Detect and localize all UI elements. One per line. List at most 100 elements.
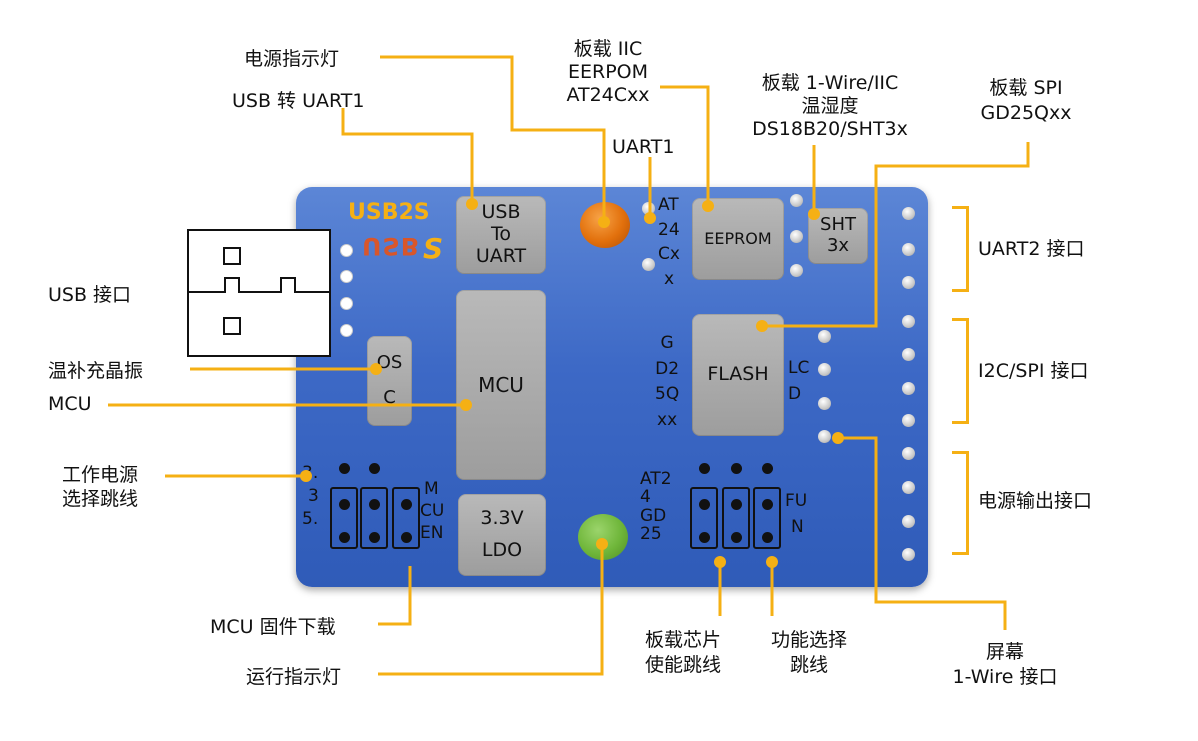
usb-uart-chip-line: To [490,223,511,246]
jumper-pin [731,532,742,543]
iic-eeprom-label-line: AT24Cxx [566,83,650,106]
firmware-jumper-suffix-line: EN [420,523,444,544]
usb-pin [340,324,353,337]
edge-header-pin [902,207,915,220]
temp-humidity-label-line: 温湿度 [801,94,859,117]
usb-pin [340,270,353,283]
usb-pin [340,244,353,257]
temp-humidity-label: 板载 1-Wire/IIC 温湿度 DS18B20/SHT3x [730,72,930,140]
i2c-spi-port-label: I2C/SPI 接口 [978,360,1089,382]
jumper-pin [699,463,710,474]
mcu-label: MCU [48,393,92,415]
spi-flash-label-line: GD25Qxx [980,101,1072,124]
flash-side-right-line: D [788,383,802,404]
func-select-label: 功能选择 跳线 [754,628,864,677]
jumper-pin [699,532,710,543]
usb-uart1-label: USB 转 UART1 [232,90,365,112]
firmware-jumper-suffix-line: M [424,479,439,499]
func-select-label-line: 功能选择 [770,629,847,651]
firmware-jumper-block [392,487,420,549]
jumper-pin [731,463,742,474]
chip-enable-prefix-line: GD [640,505,667,526]
flash-side-right: LC D [788,356,809,407]
mcu-chip: MCU [456,290,546,480]
board-logo: USB2S [348,200,430,225]
power-jumper-prefix-line: 3 [308,485,319,506]
temp-humidity-label-line: 板载 1-Wire/IIC [761,72,899,94]
jumper-pin [369,499,380,510]
tcxo-chip-line: C [383,387,396,408]
jumper-pin [339,463,350,474]
func-jumper-block [753,487,781,549]
power-jumper-block [330,487,358,549]
power-select-label-line: 选择跳线 [61,487,138,510]
header-pin [642,258,655,271]
header-pin [818,330,831,343]
edge-header-pin [902,447,915,460]
flash-side-left-line: G [660,333,674,353]
flash-chip: FLASH [692,314,784,436]
jumper-pin [401,532,412,543]
jumper-pin [401,499,412,510]
eeprom-side-line: AT [658,195,679,215]
screen-port-label: 屏幕 1-Wire 接口 [930,640,1080,689]
edge-header-pin [902,481,915,494]
jumper-pin [762,499,773,510]
header-pin [818,397,831,410]
chip-enable-label-line: 板载芯片 [644,629,721,651]
chip-enable-jumper-block [722,487,750,549]
ldo-chip: 3.3V LDO [458,494,546,576]
edge-header-pin [902,382,915,395]
run-led-label: 运行指示灯 [246,666,342,688]
iic-eeprom-label-line: EERPOM [567,60,649,83]
jumper-pin [731,499,742,510]
func-jumper-suffix-line: FU [785,491,808,511]
power-jumper-prefix-line: 5. [302,508,319,529]
header-pin [818,363,831,376]
jumper-pin [369,532,380,543]
uart2-bracket [952,206,969,292]
usb-uart-chip-line: UART [475,244,527,267]
chip-enable-label-line: 使能跳线 [644,653,721,676]
screen-port-label-line: 1-Wire 接口 [952,665,1058,688]
usb-pin [340,297,353,310]
temp-humidity-label-line: DS18B20/SHT3x [752,117,908,140]
jumper-pin [762,532,773,543]
screen-port-label-line: 屏幕 [985,641,1024,663]
power-jumper-block [360,487,388,549]
func-select-label-line: 跳线 [789,653,828,676]
chip-enable-prefix: AT2 4 GD 25 [640,470,672,544]
power-out-port-label: 电源输出接口 [978,490,1093,512]
jumper-pin [699,499,710,510]
firmware-jumper-suffix: M CU EN [420,478,444,544]
usb-uart-chip: USB To UART [456,196,546,274]
iic-eeprom-label: 板载 IIC EERPOM AT24Cxx [556,38,660,106]
flash-side-left-line: 5Q [655,384,680,404]
edge-header-pin [902,414,915,427]
power-led-label: 电源指示灯 [244,48,340,70]
eeprom-chip-label: EEPROM [704,228,772,248]
iic-eeprom-label-line: 板载 IIC [573,38,643,60]
spi-flash-label: 板载 SPI GD25Qxx [966,76,1086,125]
flash-side-left-line: D2 [655,358,680,379]
sht-chip-line: 3x [826,235,850,256]
sht-chip: SHT 3x [808,208,868,264]
spi-flash-label-line: 板载 SPI [989,77,1063,99]
usb-uart-chip-line: USB [481,201,521,224]
uart1-label: UART1 [612,136,675,158]
header-pin [790,194,803,207]
power-out-bracket [952,451,969,555]
mcu-firmware-label: MCU 固件下载 [210,616,336,638]
usb-pin-square-top [223,247,241,265]
func-jumper-suffix: FU N [785,488,807,541]
header-pin [790,264,803,277]
i2c-spi-bracket [952,318,969,424]
uart2-port-label: UART2 接口 [978,238,1085,260]
edge-header-pin [902,548,915,561]
tcxo-chip: OS C [367,336,412,426]
usb-port-label: USB 接口 [48,284,132,306]
usb-port-outline [189,277,329,293]
func-jumper-suffix-line: N [791,517,804,538]
